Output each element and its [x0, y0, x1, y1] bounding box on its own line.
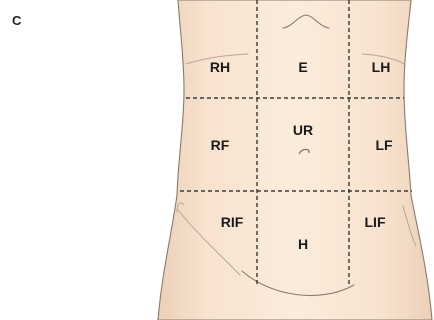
region-label-lh: LH — [372, 59, 391, 75]
region-label-rf: RF — [211, 137, 230, 153]
region-label-rif: RIF — [221, 214, 244, 230]
region-label-lf: LF — [375, 137, 393, 153]
region-label-lif: LIF — [365, 214, 386, 230]
region-label-e: E — [298, 59, 307, 75]
region-label-ur: UR — [293, 122, 313, 138]
region-label-h: H — [298, 236, 308, 252]
region-label-rh: RH — [210, 59, 230, 75]
panel-letter: C — [12, 13, 22, 28]
torso-silhouette — [158, 0, 432, 320]
